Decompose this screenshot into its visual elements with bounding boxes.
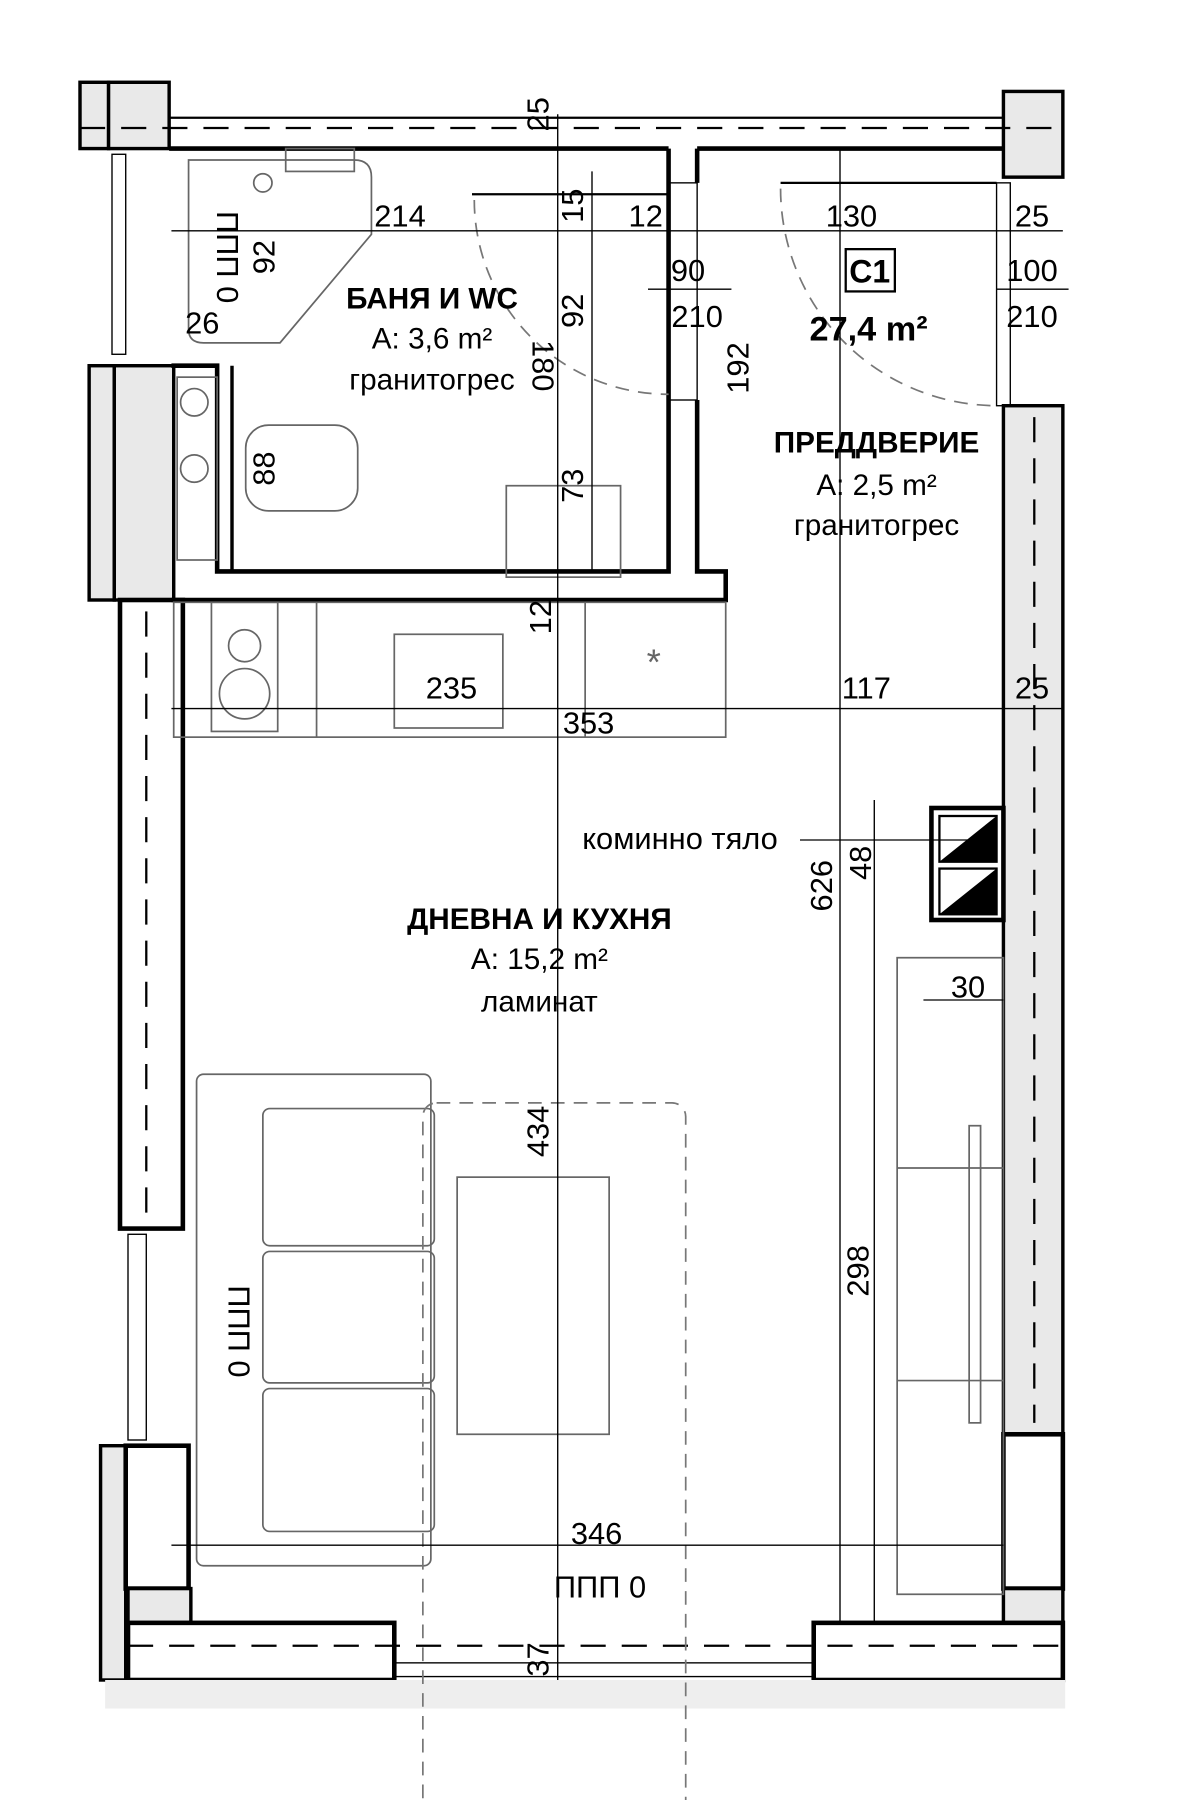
dim-label: 25	[521, 97, 556, 131]
kitchen-counter	[172, 601, 727, 738]
furniture	[172, 147, 1006, 1800]
dim-label: 26	[185, 306, 219, 341]
room-area-hall: A: 2,5 m²	[816, 469, 937, 502]
dim-label: 346	[571, 1516, 622, 1551]
washing-machine	[176, 376, 218, 561]
dimension-lines	[171, 114, 1069, 1680]
kitchen-sink	[393, 633, 504, 729]
dim-label: 25	[1015, 670, 1049, 705]
room-area-living: A: 15,2 m²	[471, 943, 608, 976]
room-name-bath: БАНЯ И WC	[346, 283, 518, 316]
dim-label: 73	[555, 469, 590, 503]
dim-label: 90	[671, 253, 705, 288]
dim-label: 214	[374, 198, 425, 233]
dim-label: 15	[555, 189, 590, 223]
chimney-label: коминно тяло	[582, 821, 778, 856]
room-labels: БАНЯ И WC A: 3,6 m² гранитогрес ПРЕДДВЕР…	[210, 211, 979, 1605]
dim-label: 210	[1006, 299, 1057, 334]
dim-label: 298	[841, 1245, 876, 1296]
room-name-living: ДНЕВНА И КУХНЯ	[407, 903, 672, 936]
kitchen-marker: *	[647, 641, 661, 682]
coffee-table	[456, 1176, 610, 1436]
dim-label: 25	[1015, 198, 1049, 233]
toilet	[244, 424, 359, 512]
unit-label-box	[844, 248, 896, 293]
dim-label: 100	[1006, 253, 1057, 288]
dim-label: 180	[526, 340, 561, 391]
dim-label: 30	[951, 970, 985, 1005]
dim-label: 353	[563, 706, 614, 741]
shower-tray	[187, 159, 373, 344]
dimension-labels: 25 214 15 12 130 25 92 26 90 210 100 210…	[185, 97, 1058, 1676]
dim-label: 92	[555, 294, 590, 328]
entry-door-swing	[779, 188, 997, 407]
bath-door-swing	[473, 199, 669, 396]
dim-label: 117	[842, 670, 891, 705]
window-tag: ППП 0	[210, 211, 245, 303]
dim-label: 192	[721, 342, 756, 393]
bath-sink	[505, 484, 622, 578]
dim-label: 88	[246, 451, 281, 485]
dim-label: 12	[629, 198, 663, 233]
dim-label: 37	[521, 1642, 556, 1676]
room-name-hall: ПРЕДДВЕРИЕ	[774, 427, 980, 460]
dim-label: 434	[521, 1106, 556, 1157]
window-tag: ППП 0	[222, 1285, 257, 1377]
room-floor-hall: гранитогрес	[794, 509, 960, 542]
dim-label: 626	[804, 860, 839, 911]
window-tag: ППП 0	[554, 1570, 646, 1605]
tv	[968, 1124, 982, 1424]
dim-label: 48	[843, 846, 878, 880]
chimney-icon	[929, 805, 1006, 923]
dim-label: 210	[671, 299, 722, 334]
hob-icon	[227, 628, 262, 663]
tv-unit	[896, 956, 1005, 1596]
dim-label: 130	[826, 198, 877, 233]
dim-label: 92	[246, 240, 281, 274]
unit-total-area: 27,4 m²	[810, 311, 928, 349]
rug	[422, 1102, 687, 1800]
dim-label: 12	[523, 600, 558, 634]
dim-label: 235	[426, 670, 477, 705]
sofa	[195, 1073, 432, 1567]
room-floor-living: ламинат	[481, 985, 598, 1018]
walls	[78, 80, 1066, 1709]
unit-label: C1	[849, 253, 890, 289]
room-area-bath: A: 3,6 m²	[372, 323, 493, 356]
room-floor-bath: гранитогрес	[349, 364, 515, 397]
